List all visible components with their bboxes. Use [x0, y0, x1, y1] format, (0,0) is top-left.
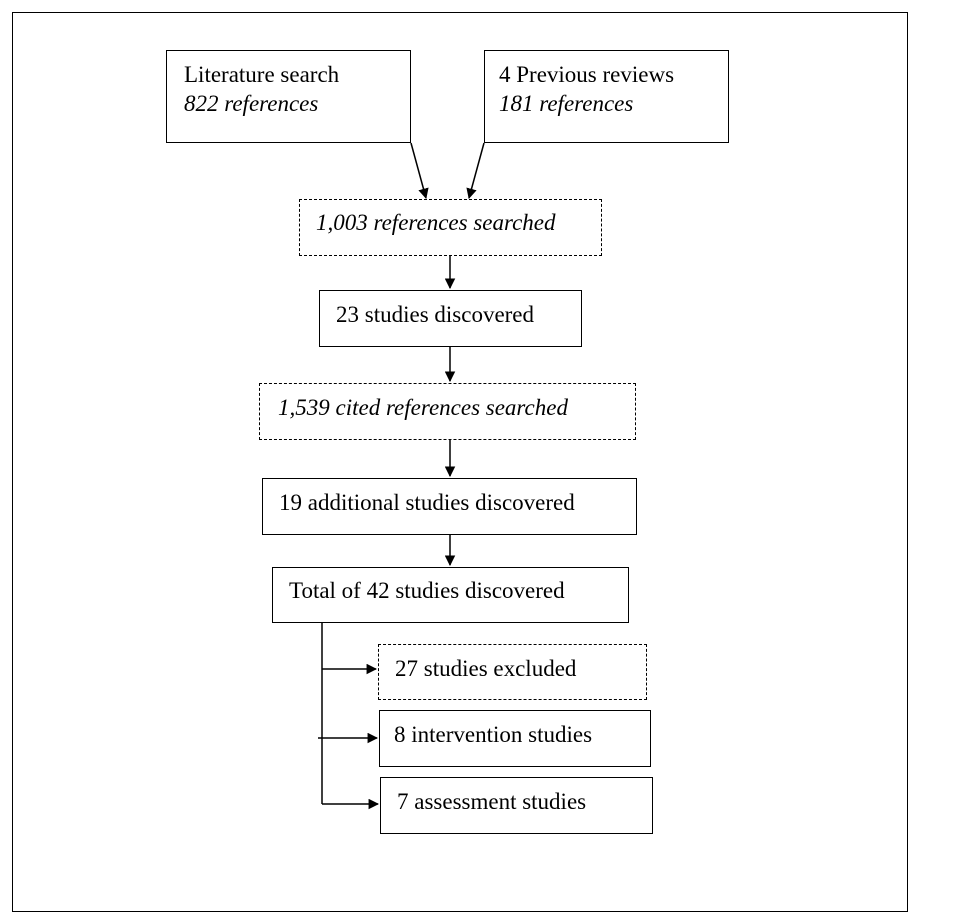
diagram-frame: [12, 12, 908, 912]
literature-search-title: Literature search: [184, 62, 340, 87]
literature-search-box: Literature search 822 references: [166, 50, 411, 143]
total-studies-box: Total of 42 studies discovered: [272, 567, 629, 623]
literature-search-count: 822 references: [184, 91, 319, 116]
assessment-label: 7 assessment studies: [397, 789, 587, 814]
previous-reviews-count: 181 references: [499, 91, 634, 116]
previous-reviews-title: 4 Previous reviews: [499, 62, 675, 87]
intervention-label: 8 intervention studies: [394, 722, 593, 747]
cited-references-box: 1,539 cited references searched: [259, 383, 636, 440]
assessment-box: 7 assessment studies: [380, 777, 653, 834]
references-searched-box: 1,003 references searched: [299, 199, 602, 256]
arrow-literature-to-searched: [410, 142, 429, 200]
studies-discovered-box: 23 studies discovered: [319, 290, 582, 347]
additional-studies-box: 19 additional studies discovered: [262, 478, 637, 535]
arrow-reviews-to-searched: [466, 142, 485, 200]
intervention-box: 8 intervention studies: [379, 710, 651, 767]
additional-studies-label: 19 additional studies discovered: [279, 490, 575, 515]
references-searched-label: 1,003 references searched: [316, 210, 556, 235]
cited-references-label: 1,539 cited references searched: [278, 395, 568, 420]
total-studies-label: Total of 42 studies discovered: [289, 578, 565, 603]
previous-reviews-box: 4 Previous reviews 181 references: [484, 50, 729, 143]
excluded-label: 27 studies excluded: [395, 656, 577, 681]
excluded-box: 27 studies excluded: [378, 644, 647, 700]
studies-discovered-label: 23 studies discovered: [336, 302, 535, 327]
